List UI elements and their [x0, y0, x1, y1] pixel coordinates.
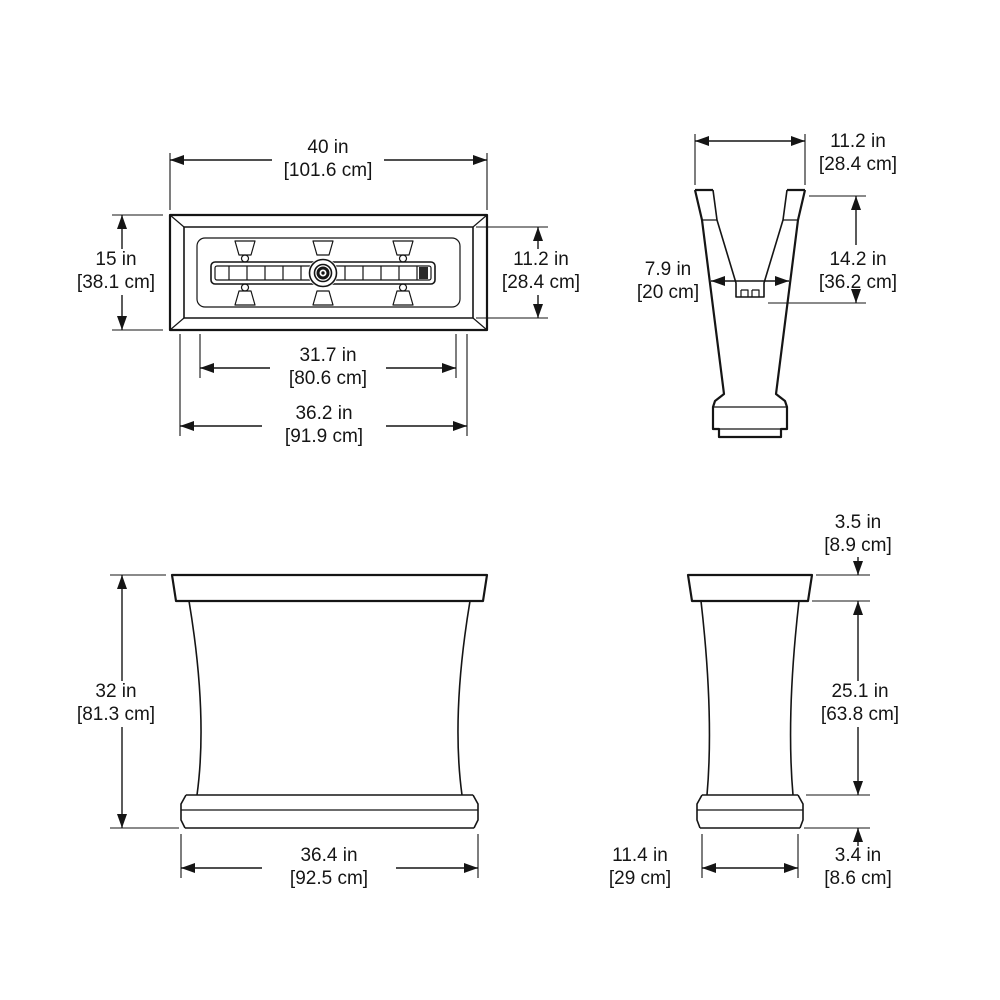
- front-view-drawing: [170, 573, 489, 829]
- drain-outer-ring: [308, 258, 338, 288]
- drain-gasket: [316, 266, 330, 280]
- dim-top-inner-width: 31.7 in [80.6 cm]: [199, 334, 457, 389]
- clip-screw-hole: [398, 283, 408, 292]
- planter-floor-edge: [196, 237, 461, 308]
- front-height-cm: [81.3 cm]: [77, 704, 155, 725]
- front-rim: [170, 573, 489, 603]
- drain-mid-ring: [313, 263, 333, 283]
- rim-corner-bevels: [169, 214, 488, 331]
- dim-side-base-height: 3.4 in [8.6 cm]: [804, 827, 892, 889]
- dim-section-top-width: 11.2 in [28.4 cm]: [694, 131, 897, 185]
- side-base-height-cm: [8.6 cm]: [824, 868, 892, 889]
- dim-front-height: 32 in [81.3 cm]: [77, 574, 179, 829]
- front-base-width-cm: [92.5 cm]: [290, 868, 368, 889]
- side-base-width-cm: [29 cm]: [609, 868, 671, 889]
- front-body-sides: [188, 600, 471, 796]
- extension-lines: [179, 334, 468, 436]
- section-outer-profile: [693, 189, 807, 439]
- section-opening-width-in: 7.9 in: [645, 259, 691, 280]
- planter-outer-rim: [168, 213, 489, 332]
- section-top-width-in: 11.2 in: [830, 131, 886, 152]
- side-body-sides: [700, 600, 800, 796]
- planter-inner-rim: [183, 226, 474, 319]
- channel-ribs: [228, 266, 418, 280]
- dim-side-body-height: 25.1 in [63.8 cm]: [806, 601, 899, 796]
- side-body-height-cm: [63.8 cm]: [821, 704, 899, 725]
- front-base-width-in: 36.4 in: [300, 845, 357, 866]
- section-depth-cm: [36.2 cm]: [819, 272, 897, 293]
- section-cavity-profile: [712, 189, 788, 298]
- dim-section-depth: 14.2 in [36.2 cm]: [768, 195, 897, 304]
- dim-top-inner-depth: 11.2 in [28.4 cm]: [476, 226, 580, 319]
- drain-center: [321, 271, 325, 275]
- top-inner-width-cm: [80.6 cm]: [289, 368, 367, 389]
- clip-screw-hole: [240, 254, 250, 263]
- dim-top-outer-width: 36.2 in [91.9 cm]: [179, 334, 468, 447]
- side-view-drawing: [686, 573, 814, 829]
- dim-top-width: 40 in [101.6 cm]: [169, 137, 488, 210]
- top-width-in: 40 in: [307, 137, 348, 158]
- channel-end-detail: [419, 267, 428, 279]
- section-opening-width-cm: [20 cm]: [637, 282, 699, 303]
- side-base-molding: [696, 794, 804, 829]
- dim-section-opening-width: 7.9 in [20 cm]: [637, 259, 789, 303]
- base-step-lines: [713, 406, 787, 430]
- side-rim-height-cm: [8.9 cm]: [824, 535, 892, 556]
- section-view-drawing: [693, 188, 807, 439]
- top-inner-depth-in: 11.2 in: [513, 249, 569, 270]
- front-base-molding: [180, 794, 479, 829]
- clip-screw-hole: [398, 254, 408, 263]
- top-outer-width-in: 36.2 in: [295, 403, 352, 424]
- top-width-cm: [101.6 cm]: [284, 160, 373, 181]
- section-depth-in: 14.2 in: [829, 249, 886, 270]
- top-inner-width-in: 31.7 in: [299, 345, 356, 366]
- side-base-width-in: 11.4 in: [612, 845, 668, 866]
- front-height-in: 32 in: [95, 681, 136, 702]
- extension-lines: [812, 574, 870, 602]
- dim-front-base-width: 36.4 in [92.5 cm]: [180, 834, 479, 889]
- extension-lines: [701, 834, 799, 878]
- side-base-height-in: 3.4 in: [835, 845, 881, 866]
- side-rim: [686, 573, 814, 603]
- top-depth-in: 15 in: [95, 249, 136, 270]
- dim-top-depth: 15 in [38.1 cm]: [77, 214, 163, 331]
- clip-screw-hole: [240, 283, 250, 292]
- top-view-drawing: [168, 213, 489, 332]
- top-depth-cm: [38.1 cm]: [77, 272, 155, 293]
- dim-side-rim-height: 3.5 in [8.9 cm]: [812, 512, 892, 602]
- side-body-height-in: 25.1 in: [831, 681, 888, 702]
- top-outer-width-cm: [91.9 cm]: [285, 426, 363, 447]
- top-inner-depth-cm: [28.4 cm]: [502, 272, 580, 293]
- side-rim-height-in: 3.5 in: [835, 512, 881, 533]
- section-top-width-cm: [28.4 cm]: [819, 154, 897, 175]
- trellis-clips: [234, 240, 414, 306]
- cavity-floor-plugs: [740, 289, 760, 297]
- dim-side-base-width: 11.4 in [29 cm]: [609, 834, 799, 889]
